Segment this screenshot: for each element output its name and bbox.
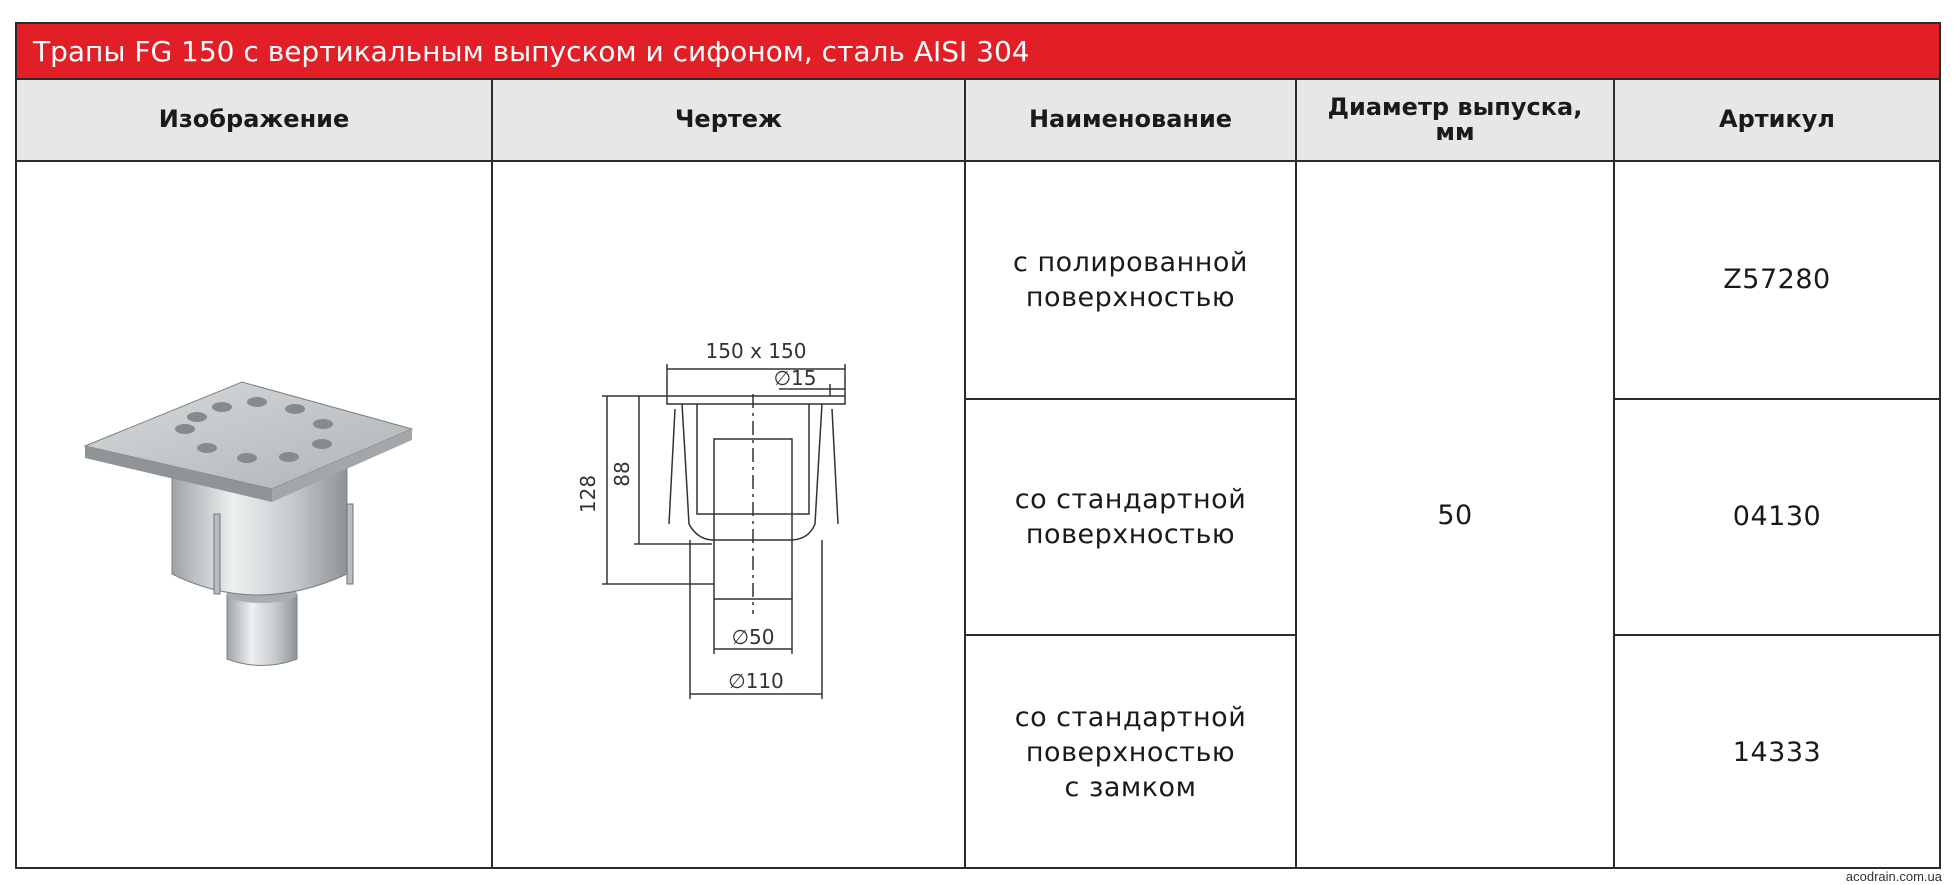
row-divider [1615,634,1939,636]
header-diameter: Диаметр выпуска, мм [1297,80,1613,160]
dim-top: 150 x 150 [706,339,807,363]
column-divider [1613,80,1615,869]
name-line: со стандартной [1014,483,1247,515]
header-article: Артикул [1719,105,1835,134]
product-table: Трапы FG 150 с вертикальным выпуском и с… [15,22,1941,869]
name-line: с полированной [1013,246,1248,278]
source-caption: acodrain.com.ua [1845,869,1942,884]
table-title: Трапы FG 150 с вертикальным выпуском и с… [17,24,1939,80]
name-line: поверхностью [1025,282,1236,313]
article-cell-3: 14333 [1732,736,1822,768]
row-divider [1615,398,1939,400]
header-diameter-line1: Диаметр выпуска, [1327,92,1583,121]
name-cell-3: со стандартной поверхностью с замком [966,636,1295,869]
name-cell-1: с полированной поверхностью [966,162,1295,398]
name-line: поверхностью [1025,736,1236,768]
column-divider [1295,80,1297,869]
dim-body: ∅110 [728,669,784,693]
row-divider [966,398,1295,400]
header-image: Изображение [158,105,350,134]
name-cell-2: со стандартной поверхностью [966,400,1295,634]
row-divider [966,634,1295,636]
header-drawing: Чертеж [675,105,782,134]
column-divider [964,80,966,869]
name-line: со стандартной [1014,701,1247,733]
header-name: Наименование [1028,105,1233,134]
name-line: поверхностью [1025,519,1236,550]
table-header-row: Изображение Чертеж Наименование Диаметр … [17,80,1939,162]
dim-hole: ∅15 [774,366,817,390]
dim-outlet: ∅50 [732,625,775,649]
article-cell-2: 04130 [1732,501,1822,533]
header-diameter-line2: мм [1435,118,1475,146]
drain-drawing-svg: 150 x 150 ∅15 128 88 ∅50 ∅110 [576,339,846,699]
technical-drawing: 150 x 150 ∅15 128 88 ∅50 ∅110 [547,314,927,714]
product-image [57,354,457,684]
diameter-cell: 50 [1437,499,1473,531]
dim-height-inner: 88 [610,461,634,486]
floor-drain-render [83,381,414,666]
column-divider [491,80,493,869]
name-line: с замком [1064,772,1197,804]
article-cell-1: Z57280 [1723,264,1831,296]
dim-height-total: 128 [576,475,600,513]
